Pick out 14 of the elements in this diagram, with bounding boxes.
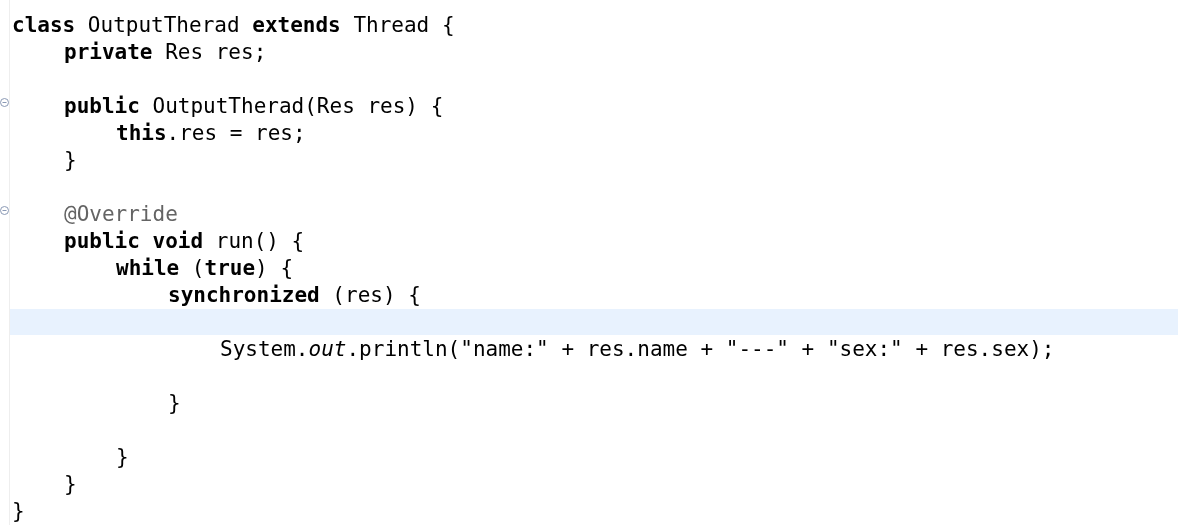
code-line: class OutputTherad extends Thread { [12, 12, 455, 38]
code-line: } [64, 471, 77, 497]
code-line: this.res = res; [116, 120, 306, 146]
code-line: } [168, 390, 181, 416]
code-line: while (true) { [116, 255, 294, 281]
code-line: @Override [64, 201, 178, 227]
code-line: } [12, 498, 25, 524]
code-line: synchronized (res) { [168, 282, 421, 308]
code-line: public OutputTherad(Res res) { [64, 93, 444, 119]
code-line: private Res res; [64, 39, 267, 65]
code-line: System.out.println("name:" + res.name + "---" + "sex:" + res.sex); [220, 336, 1055, 362]
code-line: public void run() { [64, 228, 305, 254]
code-line: } [116, 444, 129, 470]
code-line: } [64, 147, 77, 173]
